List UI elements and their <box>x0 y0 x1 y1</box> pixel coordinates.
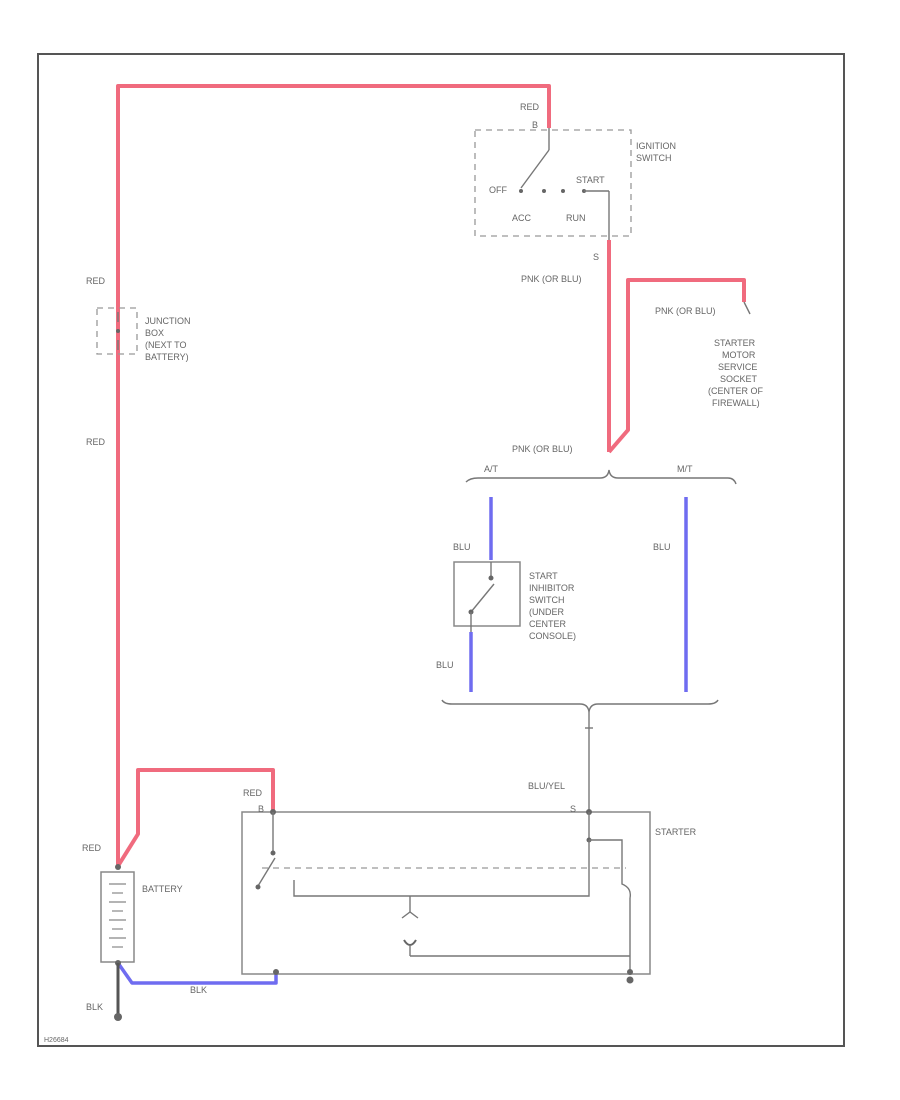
blu-yel-label: BLU/YEL <box>528 781 565 791</box>
starter-pull-in-coil <box>589 839 632 899</box>
socket-title: STARTER MOTOR SERVICE SOCKET (CENTER OF … <box>708 338 764 408</box>
ignition-switch-blade <box>520 149 550 189</box>
starter-solenoid-blade <box>257 857 276 887</box>
svg-text:START: START <box>529 571 558 581</box>
socket-terminal <box>743 301 751 315</box>
at-label: A/T <box>484 464 499 474</box>
ignition-pnk-blu-label: PNK (OR BLU) <box>521 274 582 284</box>
starter-case-ground <box>626 976 634 984</box>
battery-symbol <box>100 871 135 963</box>
inhibitor-blade <box>470 583 495 613</box>
blk-ground-label: BLK <box>86 1002 103 1012</box>
starter-terminal-s: S <box>570 804 576 814</box>
motor-field-symbol <box>403 939 417 946</box>
red-upper-label: RED <box>86 276 106 286</box>
starter-label: STARTER <box>655 827 697 837</box>
svg-text:INHIBITOR: INHIBITOR <box>529 583 575 593</box>
blu-right-label: BLU <box>653 542 671 552</box>
ignition-switch-box <box>474 129 632 237</box>
svg-text:(NEXT TO: (NEXT TO <box>145 340 187 350</box>
starter-negative-terminal <box>273 969 279 975</box>
blk-wire-battery-to-starter <box>116 961 278 985</box>
motor-armature-symbol <box>401 911 419 919</box>
red-starter-label: RED <box>243 788 263 798</box>
figure-code: H26684 <box>44 1037 69 1044</box>
ignition-terminal-b: B <box>532 120 538 130</box>
svg-text:BATTERY): BATTERY) <box>145 352 189 362</box>
svg-text:BOX: BOX <box>145 328 164 338</box>
junction-box <box>96 307 138 355</box>
svg-text:(UNDER: (UNDER <box>529 607 564 617</box>
ground-symbol <box>114 1013 122 1021</box>
svg-text:CENTER: CENTER <box>529 619 567 629</box>
ignition-contact-off <box>519 189 523 193</box>
svg-text:(CENTER OF: (CENTER OF <box>708 386 764 396</box>
svg-text:SWITCH: SWITCH <box>529 595 565 605</box>
blu-lower-label: BLU <box>436 660 454 670</box>
battery-positive-terminal <box>115 864 121 870</box>
ignition-contact-run <box>561 189 565 193</box>
blu-upper-label: BLU <box>453 542 471 552</box>
red-wire-battery-to-starter <box>116 768 275 868</box>
ignition-terminal-s: S <box>593 252 599 262</box>
starter-contact-upper <box>270 850 276 856</box>
svg-text:SOCKET: SOCKET <box>720 374 758 384</box>
svg-text:SERVICE: SERVICE <box>718 362 757 372</box>
inhibitor-contact-upper <box>488 575 494 581</box>
battery-cells <box>109 883 126 948</box>
starter-hold-in-coil <box>293 840 590 897</box>
inhibitor-title: START INHIBITOR SWITCH (UNDER CENTER CON… <box>529 571 576 641</box>
svg-text:MOTOR: MOTOR <box>722 350 756 360</box>
ignition-off-label: OFF <box>489 185 507 195</box>
starter-contact-lower <box>255 884 261 890</box>
svg-text:CONSOLE): CONSOLE) <box>529 631 576 641</box>
starter-box <box>241 811 651 975</box>
junction-connector <box>116 329 120 333</box>
ignition-title-1: IGNITION <box>636 141 676 151</box>
ignition-title-2: SWITCH <box>636 153 672 163</box>
svg-text:STARTER: STARTER <box>714 338 756 348</box>
red-wire-battery-to-ignition <box>116 84 551 868</box>
ignition-contact-acc <box>542 189 546 193</box>
red-battery-label: RED <box>82 843 102 853</box>
diagram-frame <box>37 53 845 1047</box>
blk-bottom-label: BLK <box>190 985 207 995</box>
pnk-wire-socket-to-junction <box>607 278 746 454</box>
starter-terminal-b: B <box>258 804 264 814</box>
ignition-run-label: RUN <box>566 213 586 223</box>
ignition-red-label: RED <box>520 102 540 112</box>
junction-pnk-blu-label: PNK (OR BLU) <box>512 444 573 454</box>
transmission-split-bus <box>465 469 737 485</box>
ignition-acc-label: ACC <box>512 213 532 223</box>
mt-label: M/T <box>677 464 693 474</box>
svg-text:FIREWALL): FIREWALL) <box>712 398 760 408</box>
red-middle-label: RED <box>86 437 106 447</box>
starter-ground-terminal <box>627 969 633 975</box>
battery-label: BATTERY <box>142 884 183 894</box>
transmission-merge-bus <box>441 699 719 713</box>
junction-title: JUNCTION BOX (NEXT TO BATTERY) <box>145 316 191 362</box>
svg-text:JUNCTION: JUNCTION <box>145 316 191 326</box>
start-inhibitor-switch-box <box>453 561 521 627</box>
socket-pnk-blu-label: PNK (OR BLU) <box>655 306 716 316</box>
ignition-start-label: START <box>576 175 605 185</box>
